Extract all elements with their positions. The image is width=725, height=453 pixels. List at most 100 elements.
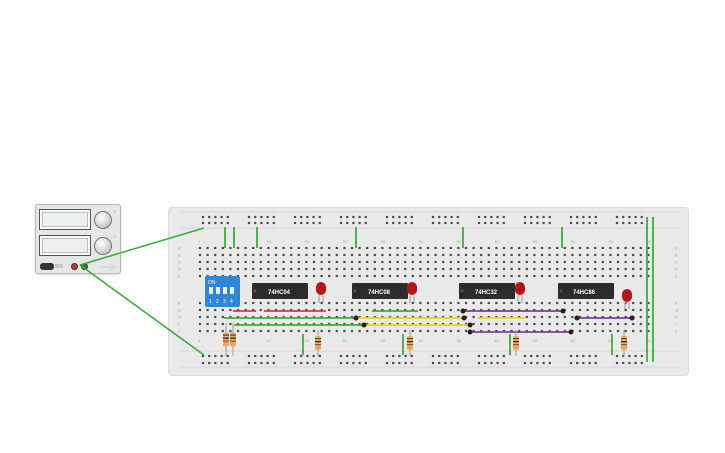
wire-endpoint[interactable] [460,308,466,314]
row-label: G [675,308,678,313]
psu-current-mark: A [114,209,117,213]
psu-power-switch[interactable] [40,263,54,270]
row-label: E [675,274,678,279]
chip-74hc04[interactable]: 74HC04 [252,283,308,299]
column-label: 35 [456,239,461,244]
wire-endpoint[interactable] [574,315,580,321]
column-label: 40 [494,239,499,244]
row-label: I [675,322,676,327]
column-label: 30 [418,239,423,244]
row-label: B [178,253,181,258]
row-label: A [675,246,678,251]
dip-switch-label: ON [208,280,216,286]
power-supply[interactable]: A V [35,204,121,274]
psu-output-arrow-icon [99,263,116,271]
resistors[interactable] [223,323,627,356]
resistor[interactable] [621,330,627,356]
wire-endpoint[interactable] [568,329,574,335]
column-label: 10 [266,338,271,343]
wire-psu-negative[interactable] [79,264,205,356]
resistor[interactable] [513,330,519,356]
dip-switch[interactable]: ON 1 2 3 4 [205,276,240,307]
chip-74hc86[interactable]: 74HC86 [558,283,614,299]
chip-74hc08[interactable]: 74HC08 [352,283,408,299]
dip-switch-lever-4[interactable] [230,287,234,294]
psu-voltage-display [39,235,91,256]
row-label: F [178,301,181,306]
psu-voltage-knob[interactable] [94,237,112,255]
dip-switch-lever-3[interactable] [223,287,227,294]
row-label: A [178,246,181,251]
column-label: 25 [380,239,385,244]
column-label: 50 [570,239,575,244]
dip-switch-body [205,276,240,307]
column-label: 1 [198,239,201,244]
column-label: 25 [380,338,385,343]
psu-voltage-mark: V [114,235,117,239]
psu-current-display [39,209,91,230]
column-label: 10 [266,239,271,244]
row-label: C [675,260,678,265]
wire-endpoint[interactable] [361,322,367,328]
resistor[interactable] [315,330,321,356]
column-label: 30 [418,338,423,343]
led-2[interactable] [407,282,417,303]
chip-74hc32-label: 74HC32 [475,290,498,296]
dip-switch-number-4: 4 [230,299,233,305]
breadboard-holes [198,215,650,365]
wire-endpoint[interactable] [560,308,566,314]
row-label: E [178,274,181,279]
column-label: 55 [608,239,613,244]
row-label: J [675,329,677,334]
dip-switch-number-2: 2 [216,299,219,305]
column-label: 20 [342,239,347,244]
led-3[interactable] [515,282,525,303]
resistor[interactable] [223,323,229,356]
column-label: 50 [570,338,575,343]
dip-switch-lever-2[interactable] [216,287,220,294]
wire-endpoint[interactable] [467,322,473,328]
wires[interactable] [79,217,654,362]
psu-current-knob[interactable] [94,211,112,229]
resistor[interactable] [230,323,236,356]
column-label: 45 [532,338,537,343]
led-1[interactable] [316,282,326,303]
psu-positive-terminal[interactable] [71,263,78,270]
column-label: 15 [304,239,309,244]
row-label: D [675,267,678,272]
row-label: G [178,308,181,313]
wire-psu-positive[interactable] [79,227,205,266]
row-label: J [178,329,180,334]
dip-switch-lever-1[interactable] [209,287,213,294]
wire-endpoint[interactable] [629,315,635,321]
resistor[interactable] [407,330,413,356]
column-label: 60 [646,239,651,244]
column-label: 15 [304,338,309,343]
dip-switch-number-3: 3 [223,299,226,305]
led-4[interactable] [622,289,632,309]
row-label: C [178,260,181,265]
psu-switch-label [55,264,63,268]
wire-endpoint[interactable] [467,329,473,335]
row-label: H [675,315,678,320]
column-label: 55 [608,338,613,343]
row-label: H [178,315,181,320]
column-label: 40 [494,338,499,343]
chip-74hc32[interactable]: 74HC32 [459,283,515,299]
chip-74hc86-label: 74HC86 [573,290,596,296]
column-label: 45 [532,239,537,244]
column-label: 20 [342,338,347,343]
wire-endpoint[interactable] [461,315,467,321]
chip-74hc08-label: 74HC08 [368,290,391,296]
row-label: D [178,267,181,272]
column-label: 60 [646,338,651,343]
dip-switch-number-1: 1 [209,299,212,305]
row-label: F [675,301,678,306]
column-label: 1 [198,338,201,343]
row-label: B [675,253,678,258]
chip-74hc04-label: 74HC04 [268,290,291,296]
wire-endpoint[interactable] [353,315,359,321]
